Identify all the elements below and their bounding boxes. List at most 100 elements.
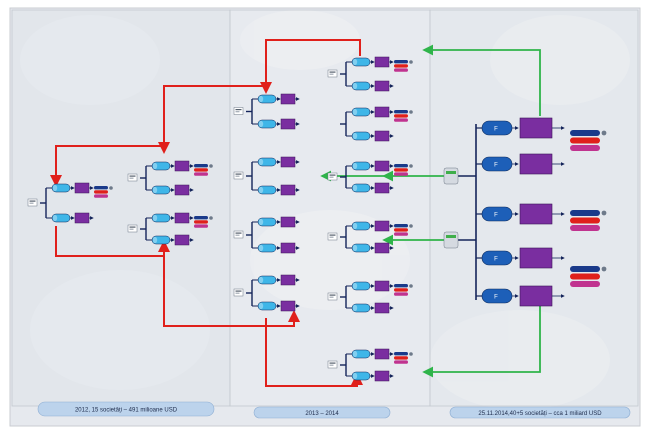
purple-box: [280, 242, 296, 254]
f-node-label: F: [494, 163, 498, 169]
big-bar-stack: [570, 210, 607, 231]
stacked-bar: [194, 168, 208, 172]
f-node-label: F: [494, 257, 498, 263]
big-bar-stack: [570, 130, 607, 151]
person-icon: [209, 164, 213, 168]
purple-box: [374, 160, 390, 172]
purple-box: [280, 300, 296, 312]
big-stacked-bar: [570, 281, 600, 287]
stacked-bar: [194, 172, 208, 176]
person-icon: [409, 110, 413, 114]
company-logo: [327, 232, 338, 241]
big-stacked-bar: [570, 225, 600, 231]
person-icon: [601, 210, 607, 216]
purple-box: [280, 274, 296, 286]
purple-box: [374, 220, 390, 232]
caption-bar-2012: 2012, 15 societăți – 491 milioane USD: [37, 401, 215, 417]
person-icon: [209, 216, 213, 220]
company-logo: [127, 173, 138, 182]
purple-box: [74, 182, 90, 194]
purple-box: [174, 160, 190, 172]
stacked-bar: [394, 114, 408, 118]
purple-box: [174, 234, 190, 246]
big-stacked-bar: [570, 145, 600, 151]
caption-2012: 2012, 15 societăți – 491 milioane USD: [75, 408, 178, 414]
stacked-bar: [194, 220, 208, 224]
caption-bar-2014: 25.11.2014,40+5 societăți – cca 1 miliar…: [449, 406, 631, 419]
node-pair: [233, 93, 300, 130]
purple-box: [280, 118, 296, 130]
hub-icon: [443, 167, 459, 185]
stacked-bar: [394, 118, 408, 122]
purple-box: [374, 130, 390, 142]
node-pair: [233, 156, 300, 196]
node-pair: [327, 56, 413, 92]
company-logo: [127, 224, 138, 233]
purple-box: [374, 302, 390, 314]
node-pair: [27, 182, 113, 224]
node-pair: [327, 220, 413, 254]
caption-bar-2013-2014: 2013 – 2014: [253, 406, 391, 419]
node-pair: [327, 280, 413, 314]
purple-box: [374, 80, 390, 92]
node-pair: [127, 160, 213, 196]
purple-box: [280, 184, 296, 196]
f-purple-box: [519, 247, 553, 269]
f-node-label: F: [494, 295, 498, 301]
stacked-bar: [394, 292, 408, 296]
purple-box: [174, 184, 190, 196]
stacked-bar: [394, 228, 408, 232]
red-flow-arrows: [50, 39, 363, 387]
purple-box: [374, 56, 390, 68]
purple-box: [374, 106, 390, 118]
stacked-bar: [394, 360, 408, 364]
purple-box: [280, 216, 296, 228]
stacked-bar: [94, 194, 108, 198]
stacked-bar: [194, 164, 208, 168]
person-icon: [601, 130, 607, 136]
person-icon: [601, 266, 607, 272]
stacked-bar: [94, 186, 108, 190]
stacked-bar: [394, 64, 408, 68]
stacked-bar: [194, 216, 208, 220]
stacked-bar: [394, 68, 408, 72]
big-stacked-bar: [570, 137, 600, 144]
company-logo: [233, 230, 244, 239]
stacked-bar: [394, 284, 408, 288]
purple-box: [374, 242, 390, 254]
big-stacked-bar: [570, 273, 600, 280]
person-icon: [409, 164, 413, 168]
caption-2014: 25.11.2014,40+5 societăți – cca 1 miliar…: [478, 411, 602, 417]
company-logo: [27, 198, 38, 207]
company-logo: [233, 288, 244, 297]
stacked-bar: [394, 164, 408, 168]
stacked-bar: [394, 110, 408, 114]
purple-box: [280, 156, 296, 168]
person-icon: [409, 60, 413, 64]
node-pair: [233, 274, 300, 312]
big-stacked-bar: [570, 130, 600, 136]
big-stacked-bar: [570, 266, 600, 272]
f-purple-box: [519, 153, 553, 175]
stacked-bar: [394, 168, 408, 172]
f-node-label: F: [494, 213, 498, 219]
node-pair: [340, 106, 413, 142]
big-stacked-bar: [570, 210, 600, 216]
hub-icon: [443, 231, 459, 249]
company-logo: [233, 171, 244, 180]
person-icon: [409, 352, 413, 356]
caption-2013-2014: 2013 – 2014: [305, 411, 339, 417]
stacked-bar: [394, 352, 408, 356]
purple-box: [374, 370, 390, 382]
stacked-bar: [394, 356, 408, 360]
f-purple-box: [519, 117, 553, 139]
purple-box: [374, 182, 390, 194]
stacked-bar: [394, 224, 408, 228]
person-icon: [109, 186, 113, 190]
company-logo: [327, 360, 338, 369]
stacked-bar: [394, 288, 408, 292]
stacked-bar: [394, 232, 408, 236]
